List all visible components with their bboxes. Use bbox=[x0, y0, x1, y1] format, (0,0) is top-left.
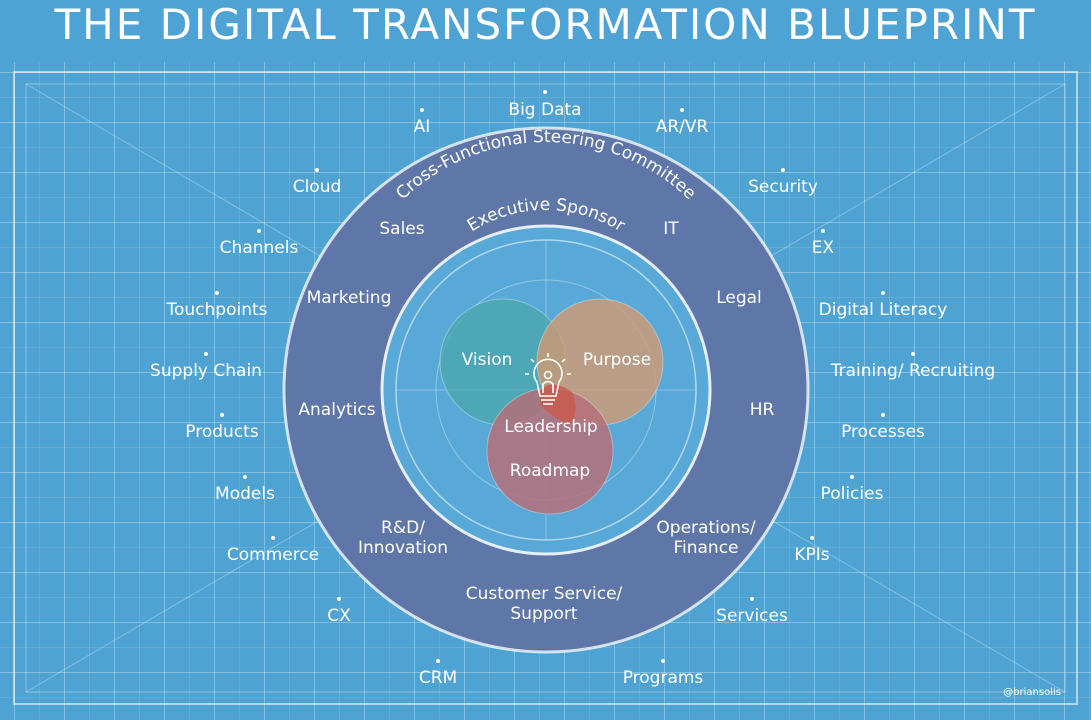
core-roadmap-label: Roadmap bbox=[509, 461, 591, 481]
core-purpose-label: Purpose bbox=[582, 350, 652, 370]
dot-supply-chain bbox=[204, 352, 208, 356]
outer-label-cx: CX bbox=[327, 606, 351, 626]
ring-label-legal: Legal bbox=[716, 288, 762, 308]
ring-label-hr: HR bbox=[749, 400, 775, 420]
outer-label-touchpoints: Touchpoints bbox=[166, 300, 268, 320]
dot-training-recruiting bbox=[911, 352, 915, 356]
dot-ar-vr bbox=[680, 108, 684, 112]
core-leadership-label: Leadership bbox=[504, 417, 598, 437]
outer-label-ex: EX bbox=[811, 238, 835, 258]
outer-label-supply-chain: Supply Chain bbox=[150, 361, 262, 381]
dot-big-data bbox=[543, 90, 547, 94]
outer-label-ar-vr: AR/VR bbox=[655, 117, 709, 137]
dot-security bbox=[781, 168, 785, 172]
dot-channels bbox=[257, 229, 261, 233]
outer-label-security: Security bbox=[748, 177, 818, 197]
outer-label-kpis: KPIs bbox=[794, 545, 830, 565]
outer-label-products: Products bbox=[185, 422, 259, 442]
ring-label-customer-service-support: Customer Service/ Support bbox=[465, 584, 623, 624]
outer-label-channels: Channels bbox=[219, 238, 299, 258]
ring-label-marketing: Marketing bbox=[306, 288, 392, 308]
outer-label-processes: Processes bbox=[841, 422, 925, 442]
outer-label-policies: Policies bbox=[820, 484, 884, 504]
dot-cloud bbox=[315, 168, 319, 172]
outer-label-crm: CRM bbox=[418, 668, 458, 688]
dot-processes bbox=[881, 413, 885, 417]
venn-overlap bbox=[540, 384, 576, 425]
outer-label-commerce: Commerce bbox=[226, 545, 320, 565]
dot-products bbox=[220, 413, 224, 417]
outer-label-training-recruiting: Training/ Recruiting bbox=[830, 361, 996, 381]
outer-label-models: Models bbox=[215, 484, 275, 504]
blueprint-inner-frame bbox=[25, 83, 1066, 693]
outer-label-services: Services bbox=[716, 606, 788, 626]
dot-services bbox=[750, 597, 754, 601]
outer-label-cloud: Cloud bbox=[292, 177, 342, 197]
ring-label-analytics: Analytics bbox=[298, 400, 376, 420]
dot-crm bbox=[436, 659, 440, 663]
credit-handle: @briansolis bbox=[1003, 687, 1061, 698]
title-band bbox=[0, 0, 1091, 62]
dot-commerce bbox=[271, 536, 275, 540]
dot-kpis bbox=[810, 536, 814, 540]
dot-ai bbox=[420, 108, 424, 112]
core-vision-label: Vision bbox=[461, 350, 513, 370]
page-title: THE DIGITAL TRANSFORMATION BLUEPRINT bbox=[54, 0, 1037, 49]
ring-label-it: IT bbox=[663, 219, 679, 239]
ring-label-operations-finance: Operations/ Finance bbox=[656, 518, 756, 558]
outer-label-programs: Programs bbox=[622, 668, 704, 688]
ring-label-sales: Sales bbox=[379, 219, 425, 239]
outer-label-digital-literacy: Digital Literacy bbox=[818, 300, 948, 320]
outer-label-big-data: Big Data bbox=[508, 100, 582, 120]
dot-models bbox=[243, 475, 247, 479]
dot-digital-literacy bbox=[881, 291, 885, 295]
ring-label-rd-innovation: R&D/ Innovation bbox=[357, 518, 448, 558]
dot-policies bbox=[850, 475, 854, 479]
dot-ex bbox=[821, 229, 825, 233]
lightbulb-person-icon bbox=[525, 353, 571, 405]
executive-sponsor-inner-line bbox=[395, 239, 697, 541]
dot-programs bbox=[661, 659, 665, 663]
outer-label-ai: AI bbox=[413, 117, 431, 137]
dot-cx bbox=[337, 597, 341, 601]
dot-touchpoints bbox=[215, 291, 219, 295]
blueprint-frame bbox=[13, 71, 1078, 705]
